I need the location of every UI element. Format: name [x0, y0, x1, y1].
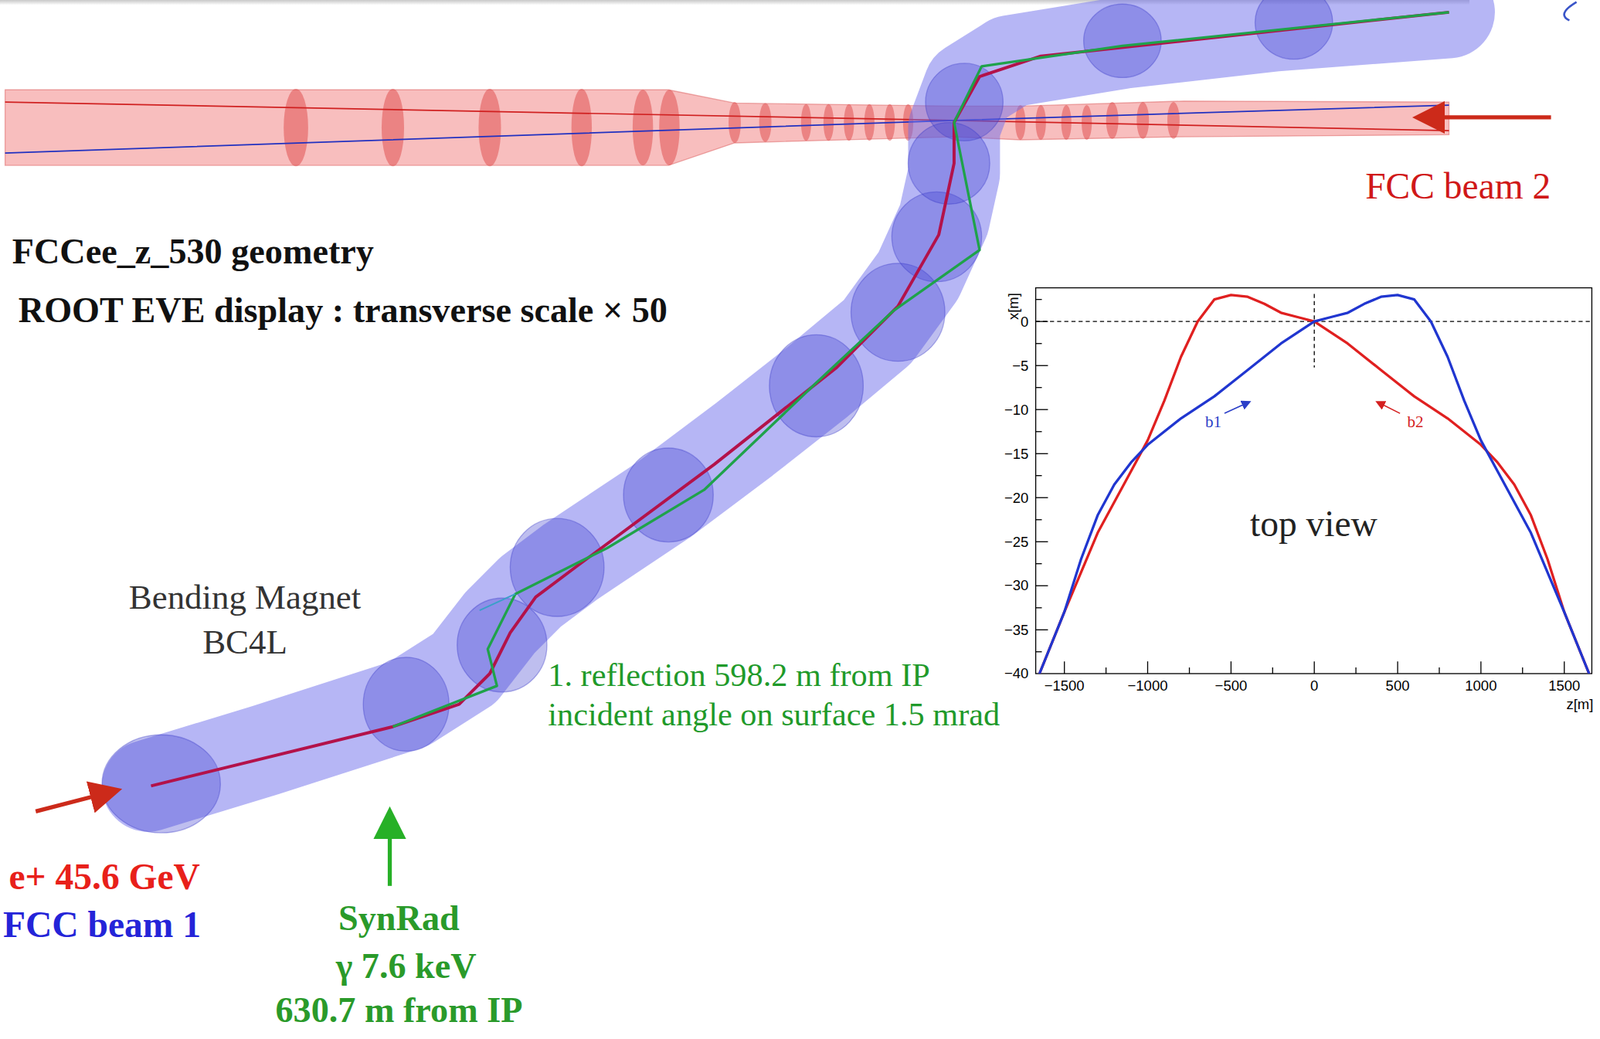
- tick-label: 0: [1310, 677, 1319, 694]
- tick-label: −10: [1004, 401, 1029, 418]
- tick-label: 1000: [1464, 677, 1497, 694]
- reflection-note: 1. reflection 598.2 m from IP incident a…: [547, 655, 1019, 735]
- tick-label: −35: [1004, 621, 1029, 639]
- tick-label: −15: [1004, 445, 1029, 462]
- particle-label: e+ 45.6 GeV: [9, 856, 201, 899]
- synrad-label: SynRad: [338, 897, 460, 939]
- magnet-label: Bending Magnet BC4L: [119, 574, 370, 666]
- tick-label: −25: [1004, 533, 1029, 551]
- curve-label: b2: [1406, 412, 1424, 432]
- display-note: ROOT EVE display : transverse scale × 50: [18, 289, 668, 331]
- plot-title: top view: [1250, 502, 1378, 546]
- tick-label: −5: [1012, 357, 1029, 374]
- tick-label: −40: [1004, 665, 1029, 682]
- tick-label: −1000: [1127, 677, 1169, 694]
- tick-label: 0: [1020, 313, 1029, 330]
- beam-label: FCC beam 2: [1365, 165, 1551, 208]
- axis-title: z[m]: [1566, 696, 1594, 713]
- tick-label: −30: [1004, 577, 1029, 594]
- photon-energy: γ 7.6 keV: [336, 945, 477, 987]
- tick-label: −20: [1004, 489, 1029, 507]
- beam-label: FCC beam 1: [3, 903, 201, 947]
- tick-label: −500: [1215, 677, 1248, 694]
- geometry-title: FCCee_z_530 geometry: [12, 230, 374, 272]
- source-distance: 630.7 m from IP: [275, 989, 524, 1031]
- tick-label: −1500: [1044, 677, 1085, 694]
- curve-label: b1: [1205, 412, 1222, 432]
- tick-label: 1500: [1548, 677, 1580, 694]
- axis-title: x[m]: [1005, 292, 1022, 320]
- tick-label: 500: [1385, 677, 1410, 694]
